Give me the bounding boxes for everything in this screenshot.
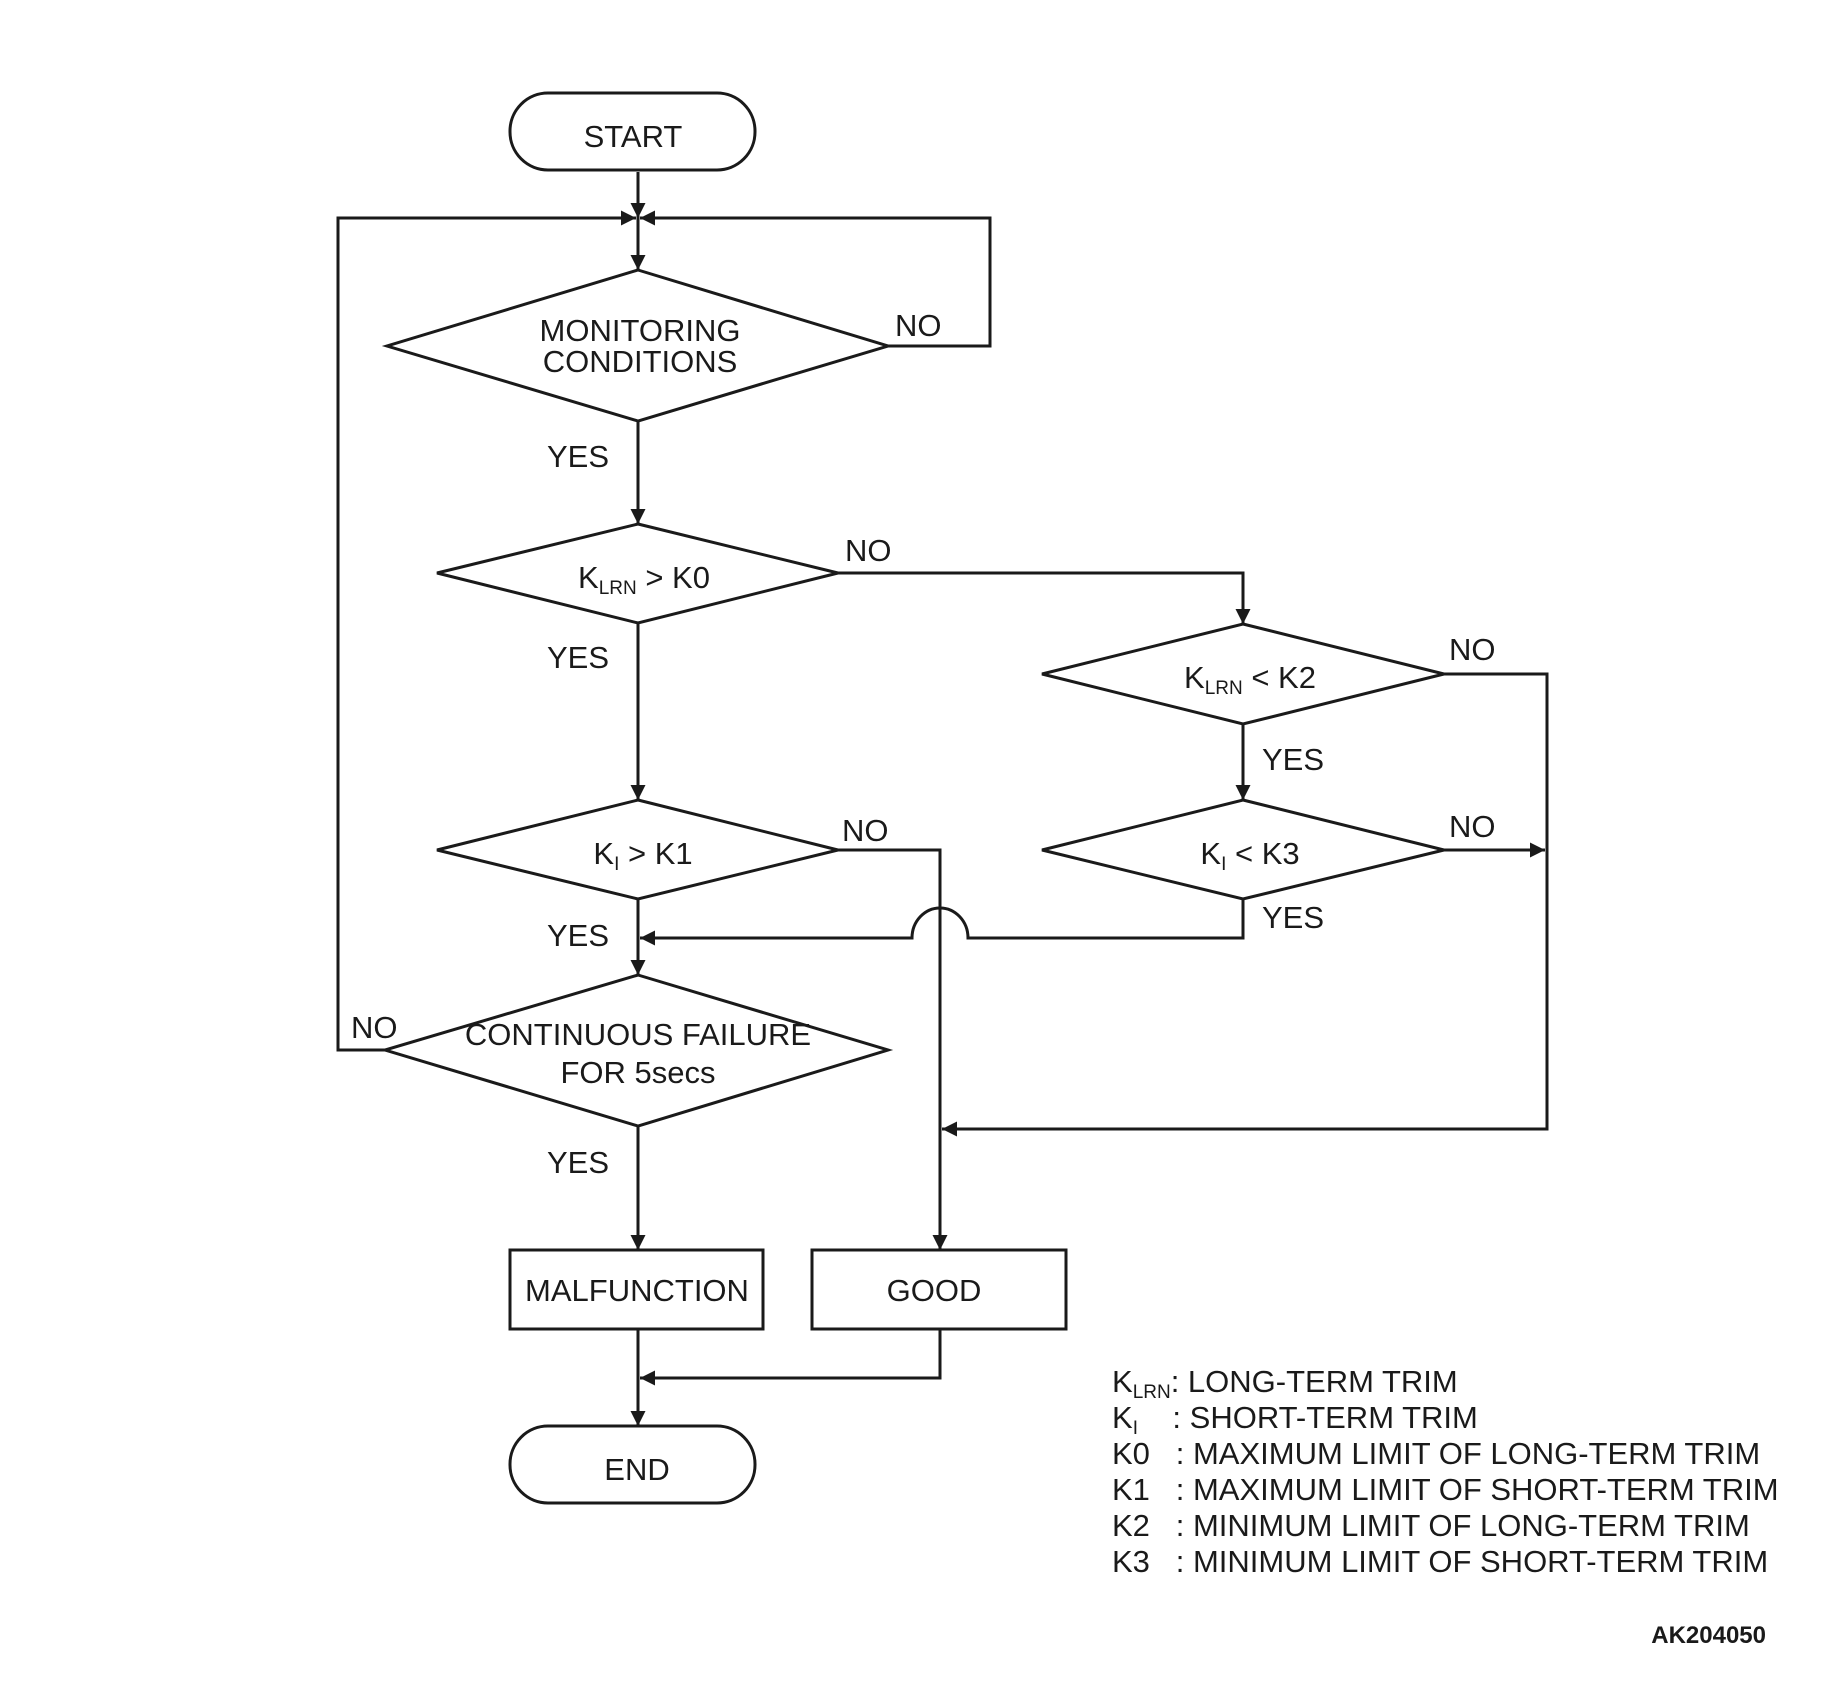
klrn-k0-yes-label: YES bbox=[547, 640, 609, 675]
continuous-label-line1: CONTINUOUS FAILURE bbox=[465, 1017, 811, 1052]
klrn-k2-label: KLRN < K2 bbox=[1184, 660, 1316, 699]
edge-k0-no bbox=[838, 571, 1251, 624]
ki-k3-rest: < K3 bbox=[1226, 836, 1299, 871]
legend-k2-desc: : MINIMUM LIMIT OF LONG-TERM TRIM bbox=[1150, 1508, 1750, 1543]
legend-klrn-sub: LRN bbox=[1133, 1382, 1171, 1403]
legend-k1-k: K1 bbox=[1112, 1472, 1150, 1507]
klrn-k0-label: KLRN > K0 bbox=[578, 560, 710, 599]
start-node: START bbox=[508, 91, 757, 172]
ki-k1-no-label: NO bbox=[842, 813, 889, 848]
malfunction-box: MALFUNCTION bbox=[508, 1248, 765, 1331]
end-node: END bbox=[508, 1424, 757, 1505]
klrn-k0-decision: KLRN > K0 bbox=[436, 522, 839, 625]
ki-k1-yes-label: YES bbox=[547, 918, 609, 953]
klrn-k2-decision: KLRN < K2 bbox=[1041, 622, 1445, 726]
edge-k2-no bbox=[942, 672, 1549, 1137]
ki-k1-rest: > K1 bbox=[619, 836, 692, 871]
klrn-k0-k: K bbox=[578, 560, 599, 595]
end-label: END bbox=[604, 1452, 669, 1487]
malfunction-label: MALFUNCTION bbox=[525, 1273, 749, 1308]
ki-k1-decision: KI > K1 bbox=[436, 798, 839, 901]
legend-k1-desc: : MAXIMUM LIMIT OF SHORT-TERM TRIM bbox=[1150, 1472, 1779, 1507]
monitoring-label-line2: CONDITIONS bbox=[543, 344, 738, 379]
continuous-yes-label: YES bbox=[547, 1145, 609, 1180]
ki-k3-no-label: NO bbox=[1449, 809, 1496, 844]
ki-k3-k: K bbox=[1200, 836, 1221, 871]
branch-labels: NO YES NO YES NO YES NO NO YES YES NO YE… bbox=[351, 308, 1496, 1180]
klrn-k0-sub: LRN bbox=[599, 578, 637, 599]
legend-k0-k: K0 bbox=[1112, 1436, 1150, 1471]
klrn-k2-k: K bbox=[1184, 660, 1205, 695]
edge-k1-no bbox=[838, 848, 948, 1250]
ki-k1-sub: I bbox=[614, 854, 619, 875]
good-label: GOOD bbox=[887, 1273, 982, 1308]
edge-good-end bbox=[640, 1329, 942, 1386]
legend-k0-desc: : MAXIMUM LIMIT OF LONG-TERM TRIM bbox=[1150, 1436, 1760, 1471]
klrn-k2-sub: LRN bbox=[1205, 678, 1243, 699]
ki-k3-sub: I bbox=[1221, 854, 1226, 875]
monitoring-label-line1: MONITORING bbox=[540, 313, 741, 348]
klrn-k2-no-label: NO bbox=[1449, 632, 1496, 667]
monitoring-decision: MONITORING CONDITIONS bbox=[381, 268, 894, 423]
ki-k1-k: K bbox=[593, 836, 614, 871]
figure-code: AK204050 bbox=[1651, 1622, 1766, 1649]
klrn-k2-yes-label: YES bbox=[1262, 742, 1324, 777]
klrn-k0-no-label: NO bbox=[845, 533, 892, 568]
legend: KLRN: LONG-TERM TRIM KI : SHORT-TERM TRI… bbox=[1112, 1364, 1779, 1579]
edge-k3-yes bbox=[640, 899, 1245, 946]
legend-ki-sub: I bbox=[1133, 1418, 1138, 1439]
legend-klrn-k: K bbox=[1112, 1364, 1133, 1399]
edge-continuous-no-loop bbox=[336, 210, 636, 1052]
connectors bbox=[336, 172, 1549, 1426]
monitoring-yes-label: YES bbox=[547, 439, 609, 474]
ki-k3-yes-label: YES bbox=[1262, 900, 1324, 935]
legend-k2-k: K2 bbox=[1112, 1508, 1150, 1543]
legend-ki-k: K bbox=[1112, 1400, 1133, 1435]
edge-monitoring-no-loop bbox=[640, 210, 992, 348]
good-box: GOOD bbox=[810, 1248, 1068, 1331]
legend-item-ki: KI : SHORT-TERM TRIM bbox=[1112, 1400, 1478, 1439]
legend-k3-desc: : MINIMUM LIMIT OF SHORT-TERM TRIM bbox=[1150, 1544, 1768, 1579]
monitoring-no-label: NO bbox=[895, 308, 942, 343]
legend-item-k0: K0 : MAXIMUM LIMIT OF LONG-TERM TRIM bbox=[1112, 1436, 1760, 1471]
legend-klrn-desc: : LONG-TERM TRIM bbox=[1171, 1364, 1458, 1399]
continuous-failure-decision: CONTINUOUS FAILURE FOR 5secs bbox=[379, 973, 894, 1128]
continuous-no-label: NO bbox=[351, 1010, 398, 1045]
ki-k3-decision: KI < K3 bbox=[1041, 798, 1445, 901]
legend-item-k3: K3 : MINIMUM LIMIT OF SHORT-TERM TRIM bbox=[1112, 1544, 1768, 1579]
ki-k1-label: KI > K1 bbox=[593, 836, 692, 875]
legend-k3-k: K3 bbox=[1112, 1544, 1150, 1579]
legend-item-klrn: KLRN: LONG-TERM TRIM bbox=[1112, 1364, 1458, 1403]
legend-item-k1: K1 : MAXIMUM LIMIT OF SHORT-TERM TRIM bbox=[1112, 1472, 1779, 1507]
klrn-k2-rest: < K2 bbox=[1243, 660, 1316, 695]
continuous-label-line2: FOR 5secs bbox=[560, 1055, 715, 1090]
ki-k3-label: KI < K3 bbox=[1200, 836, 1299, 875]
legend-ki-desc: : SHORT-TERM TRIM bbox=[1138, 1400, 1478, 1435]
klrn-k0-rest: > K0 bbox=[637, 560, 710, 595]
start-label: START bbox=[584, 119, 683, 154]
legend-item-k2: K2 : MINIMUM LIMIT OF LONG-TERM TRIM bbox=[1112, 1508, 1750, 1543]
